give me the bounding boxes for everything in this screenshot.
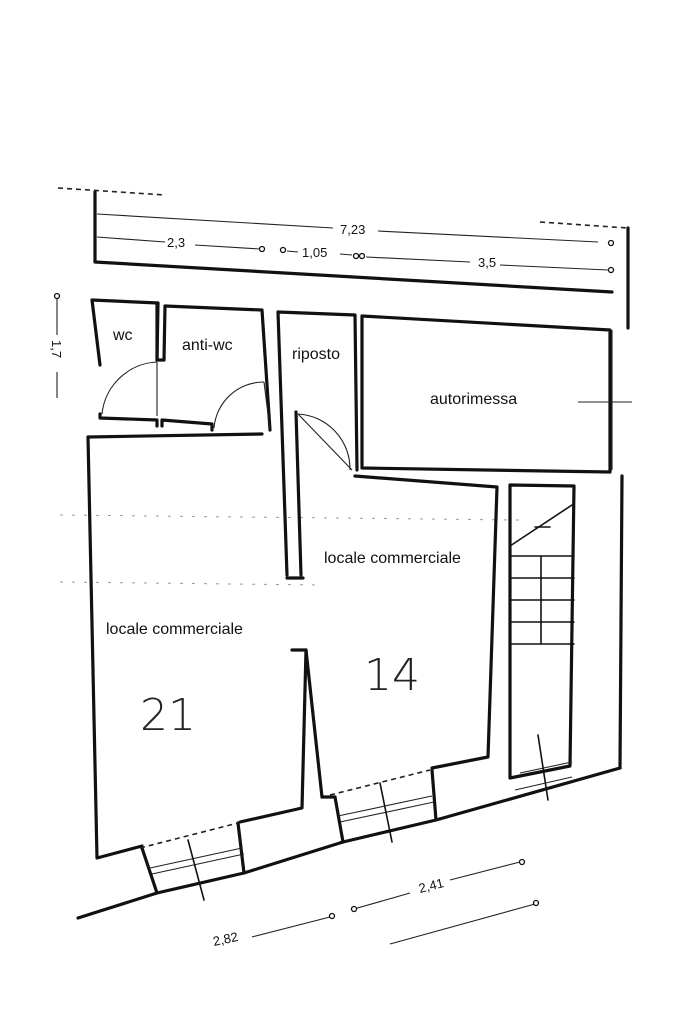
dimension-label-top-left: 2,3 bbox=[167, 235, 185, 250]
dimension-label-left-vertical: 1,7 bbox=[49, 340, 64, 358]
dimension-label-total-top: 7,23 bbox=[340, 222, 365, 237]
locale-right-walls bbox=[304, 474, 499, 799]
dimension-total-top: 7,23 bbox=[96, 213, 599, 243]
street-line bbox=[76, 766, 622, 920]
entrance-right bbox=[329, 768, 438, 844]
room-label-wc: wc bbox=[112, 327, 133, 344]
dimension-label-top-right: 3,5 bbox=[478, 255, 496, 270]
autorimessa-block bbox=[360, 314, 632, 474]
dimension-label-bottom-left: 2,82 bbox=[212, 929, 240, 949]
locale-left-walls bbox=[86, 432, 308, 860]
wc-block bbox=[90, 298, 272, 432]
dimension-row-top: 2,3 1,05 3,5 bbox=[96, 235, 615, 274]
scan-noise bbox=[59, 514, 521, 586]
dimension-bottom: 2,41 2,82 bbox=[212, 858, 540, 949]
room-label-autorimessa: autorimessa bbox=[430, 391, 517, 408]
top-strip bbox=[57, 187, 630, 330]
dimension-label-top-mid: 1,05 bbox=[302, 245, 327, 260]
dimension-left-vertical: 1,7 bbox=[49, 292, 64, 398]
handwritten-area-right: 14 bbox=[364, 650, 420, 701]
room-label-locale-commerciale-left: locale commerciale bbox=[106, 621, 243, 638]
room-label-riposto: riposto bbox=[292, 346, 340, 363]
handwritten-area-left: 21 bbox=[140, 690, 196, 741]
room-label-locale-commerciale-right: locale commerciale bbox=[324, 550, 461, 567]
stair-block bbox=[508, 474, 624, 801]
room-label-anti-wc: anti-wc bbox=[182, 337, 233, 354]
dimension-label-bottom-right: 2,41 bbox=[417, 875, 445, 896]
entrance-left bbox=[139, 821, 246, 901]
riposto-block bbox=[276, 310, 359, 580]
